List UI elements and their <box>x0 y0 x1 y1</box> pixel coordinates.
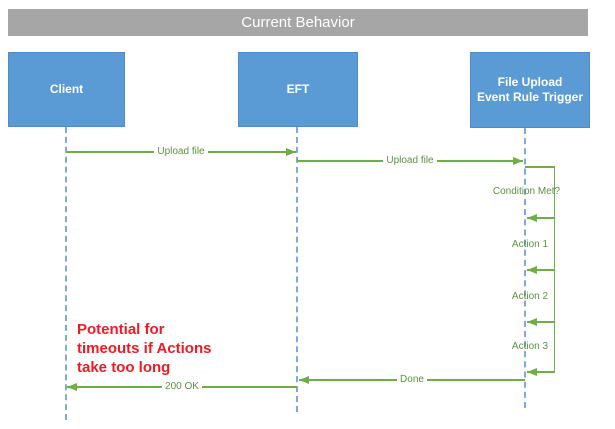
lifeline-eft <box>296 127 298 412</box>
message-upload-file-2: Upload file <box>297 154 523 168</box>
message-200-ok-label: 200 OK <box>162 381 202 392</box>
self-message-action-3-label: Action 3 <box>511 341 549 352</box>
self-return-arrow-condition-met <box>527 211 554 225</box>
self-loop-vertical-line <box>553 166 555 373</box>
actor-client: Client <box>8 52 125 127</box>
actor-client-label: Client <box>49 82 84 96</box>
arrow-line <box>527 371 554 373</box>
arrow-line <box>527 269 554 271</box>
self-return-arrow-action-1 <box>527 263 554 277</box>
arrowhead-left-icon <box>527 368 537 376</box>
actor-trigger-label-line2: Event Rule Trigger <box>476 90 584 104</box>
timeout-annotation-line1: Potential for <box>77 321 165 338</box>
lifeline-trigger <box>524 128 526 408</box>
timeout-annotation-line2: timeouts if Actions <box>77 340 212 357</box>
actor-eft: EFT <box>238 52 358 127</box>
message-upload-file-1: Upload file <box>66 145 296 159</box>
self-message-action-1-label: Action 1 <box>511 239 549 250</box>
actor-trigger-label-line1: File Upload <box>497 75 563 89</box>
message-done-label: Done <box>397 374 427 385</box>
arrowhead-left-icon <box>67 383 77 391</box>
diagram-title-bar: Current Behavior <box>8 9 588 36</box>
lifeline-client <box>65 127 67 420</box>
arrowhead-left-icon <box>527 214 537 222</box>
self-loop-top-line <box>525 166 555 168</box>
arrow-line <box>527 217 554 219</box>
message-done: Done <box>299 373 525 387</box>
self-return-arrow-action-3 <box>527 365 554 379</box>
self-return-arrow-action-2 <box>527 315 554 329</box>
self-message-condition-met-label: Condition Met? <box>492 186 561 197</box>
message-upload-file-2-label: Upload file <box>383 155 437 166</box>
timeout-annotation-line3: take too long <box>77 359 171 376</box>
message-upload-file-1-label: Upload file <box>154 146 208 157</box>
arrowhead-right-icon <box>513 157 523 165</box>
message-200-ok: 200 OK <box>67 380 297 394</box>
actor-file-upload-trigger: File Upload Event Rule Trigger <box>470 52 590 128</box>
actor-eft-label: EFT <box>286 82 310 96</box>
self-message-action-2-label: Action 2 <box>511 291 549 302</box>
arrow-line <box>527 321 554 323</box>
arrowhead-left-icon <box>527 318 537 326</box>
arrowhead-right-icon <box>286 148 296 156</box>
diagram-title: Current Behavior <box>241 14 355 31</box>
arrowhead-left-icon <box>299 376 309 384</box>
arrowhead-left-icon <box>527 266 537 274</box>
timeout-annotation: Potential for timeouts if Actions take t… <box>77 320 211 377</box>
